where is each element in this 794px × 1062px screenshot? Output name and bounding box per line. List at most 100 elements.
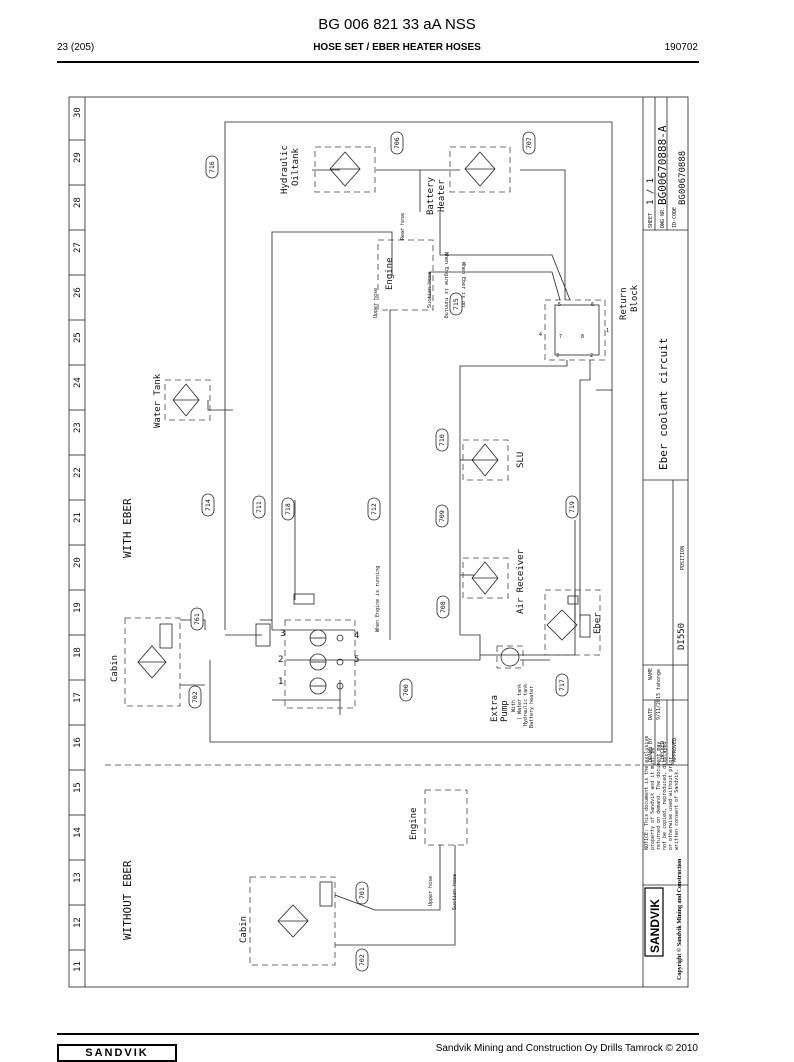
drawing-number: BG00670888-A <box>656 125 669 205</box>
svg-text:2: 2 <box>278 655 283 665</box>
svg-text:15: 15 <box>73 782 83 793</box>
without-eber-label: WITHOUT EBER <box>121 860 134 940</box>
svg-text:NAME: NAME <box>648 668 654 680</box>
svg-text:tahonge: tahonge <box>656 669 662 690</box>
footer-logo: SANDVIK <box>57 1044 177 1062</box>
svg-text:NOTICE: This document is the e: NOTICE: This document is the exclusive <box>644 736 650 850</box>
svg-text:5: 5 <box>354 655 359 665</box>
cabin-label: Cabin <box>110 655 120 682</box>
document-title: BG 006 821 33 aA NSS <box>318 16 476 33</box>
footer-copyright: Sandvik Mining and Construction Oy Drill… <box>435 1043 698 1054</box>
svg-text:19: 19 <box>73 602 83 613</box>
svg-text:29: 29 <box>73 152 83 163</box>
svg-text:Block: Block <box>630 284 640 312</box>
return-block-label: Return <box>619 287 629 320</box>
svg-text:( Water tank: ( Water tank <box>517 684 523 720</box>
svg-text:DRAWN BY: DRAWN BY <box>648 738 654 762</box>
svg-text:717: 717 <box>558 679 566 691</box>
svg-text:Copyright © Sandvik Mining and: Copyright © Sandvik Mining and Construct… <box>676 858 683 980</box>
svg-text:APPROVED: APPROVED <box>672 738 678 762</box>
svg-text:3: 3 <box>280 629 285 639</box>
extra-pump-label: Extra <box>490 695 500 722</box>
svg-text:Battery heater: Battery heater <box>529 686 535 728</box>
svg-text:When Engine is running: When Engine is running <box>443 252 449 318</box>
svg-text:Upper hose: Upper hose <box>428 876 434 906</box>
svg-text:Suction hose: Suction hose <box>452 874 458 910</box>
svg-text:1: 1 <box>606 328 609 334</box>
svg-text:28: 28 <box>73 197 83 208</box>
section-title: HOSE SET / EBER HEATER HOSES <box>313 42 481 53</box>
footer-rule <box>57 1033 699 1035</box>
drawing-title: Eber coolant circuit <box>657 338 670 470</box>
svg-text:18: 18 <box>73 647 83 658</box>
svg-text:With: With <box>511 700 517 712</box>
svg-text:When Engine is running: When Engine is running <box>375 566 381 632</box>
svg-text:27: 27 <box>73 242 83 253</box>
svg-text:25: 25 <box>73 332 83 343</box>
svg-text:12: 12 <box>73 917 83 928</box>
svg-text:4: 4 <box>539 332 542 338</box>
without-engine-label: Engine <box>409 807 419 840</box>
svg-text:5: 5 <box>558 302 561 308</box>
drawing-frame <box>68 96 689 988</box>
svg-text:written consent of Sandvik.: written consent of Sandvik. <box>674 769 680 850</box>
page-number: 23 (205) <box>57 42 95 53</box>
svg-text:7: 7 <box>559 334 562 340</box>
svg-text:719: 719 <box>568 501 576 513</box>
svg-text:Rear hose: Rear hose <box>400 213 406 240</box>
svg-text:17: 17 <box>73 692 83 703</box>
svg-text:700: 700 <box>402 684 410 696</box>
engine-label: Engine <box>385 257 395 290</box>
header-rule <box>57 61 699 63</box>
svg-text:SHEET: SHEET <box>648 213 654 228</box>
svg-text:6: 6 <box>591 302 594 308</box>
svg-text:property of Sandvik and it mus: property of Sandvik and it must be <box>650 748 656 850</box>
svg-text:702: 702 <box>358 954 366 966</box>
grid-ruler: 30 29 28 27 26 25 24 23 22 21 20 19 18 1… <box>69 107 85 972</box>
svg-text:14: 14 <box>73 827 83 838</box>
svg-text:21: 21 <box>73 512 83 523</box>
without-cabin-label: Cabin <box>239 916 249 943</box>
svg-text:Upper hose: Upper hose <box>373 288 379 318</box>
hydraulic-oiltank-label: Hydraulic <box>280 145 290 194</box>
hose-tags: 716 706 707 715 714 711 718 712 710 709 … <box>188 131 579 972</box>
document-date: 190702 <box>664 42 698 53</box>
svg-text:POSITION: POSITION <box>680 546 686 570</box>
svg-text:714: 714 <box>204 499 212 511</box>
svg-text:30: 30 <box>73 107 83 118</box>
sandvik-logo: SANDVIK <box>648 899 662 953</box>
svg-text:CHECKED: CHECKED <box>660 741 666 762</box>
svg-text:761: 761 <box>193 613 201 625</box>
svg-text:Hydraulic tank: Hydraulic tank <box>523 684 529 726</box>
svg-text:Suction hose: Suction hose <box>427 272 433 308</box>
svg-text:13: 13 <box>73 872 83 883</box>
svg-text:1: 1 <box>278 677 283 687</box>
svg-text:20: 20 <box>73 557 83 568</box>
svg-text:711: 711 <box>255 501 263 513</box>
hose-lines <box>180 121 613 743</box>
svg-text:702: 702 <box>191 691 199 703</box>
svg-text:708: 708 <box>439 601 447 613</box>
svg-text:701: 701 <box>358 887 366 899</box>
slu-label: SLU <box>516 452 526 468</box>
svg-text:When Eber is on: When Eber is on <box>460 262 466 307</box>
svg-text:26: 26 <box>73 287 83 298</box>
svg-text:BG00670888: BG00670888 <box>678 151 688 205</box>
title-block: SHEET 1 / 1 DWG NR. BG00670888-A ID-CODE… <box>642 97 688 987</box>
svg-text:715: 715 <box>452 298 460 310</box>
svg-text:23: 23 <box>73 422 83 433</box>
svg-text:11: 11 <box>73 961 83 972</box>
svg-text:22: 22 <box>73 467 83 478</box>
with-eber-label: WITH EBER <box>121 498 134 558</box>
svg-text:8: 8 <box>581 334 584 340</box>
svg-text:16: 16 <box>73 737 83 748</box>
air-receiver-label: Air Receiver <box>516 548 526 614</box>
svg-text:returned on demand. The docume: returned on demand. The document may <box>656 742 662 850</box>
svg-text:24: 24 <box>73 377 83 388</box>
svg-text:716: 716 <box>208 161 216 173</box>
svg-text:1 / 1: 1 / 1 <box>646 178 656 205</box>
svg-text:not be copied, reproduced, dis: not be copied, reproduced, displayed <box>662 742 668 850</box>
water-tank-label: Water Tank <box>153 373 163 428</box>
svg-text:2: 2 <box>590 353 593 359</box>
